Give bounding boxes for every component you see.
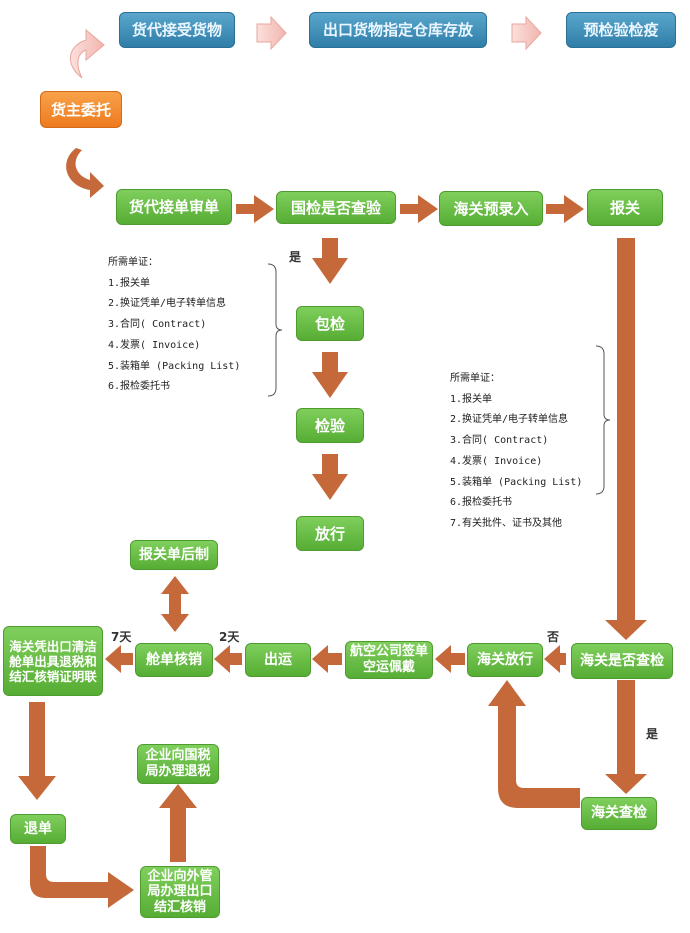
arrow-tax-up bbox=[159, 784, 197, 862]
doc-item: 4.发票( Invoice) bbox=[450, 455, 543, 467]
arrow-check-down bbox=[605, 680, 647, 794]
box-post-declaration: 报关单后制 bbox=[130, 540, 218, 570]
box-ship: 出运 bbox=[245, 643, 311, 677]
doc-item: 6.报检委托书 bbox=[450, 497, 513, 509]
box-forwarder-accept: 货代接受货物 bbox=[119, 12, 235, 48]
box-forex-verify: 企业向外管局办理出口结汇核销 bbox=[140, 866, 220, 918]
arrow-b-3 bbox=[312, 645, 342, 673]
doc-item: 5.装箱单 (Packing List) bbox=[450, 476, 583, 488]
box-owner-entrust: 货主委托 bbox=[40, 91, 122, 128]
doc-item: 7.有关批件、证书及其他 bbox=[450, 517, 563, 529]
doc-item: 4.发票( Invoice) bbox=[108, 339, 201, 351]
arrow-b-5 bbox=[105, 645, 133, 673]
arrow-r2-1 bbox=[236, 195, 274, 223]
box-airline-sign: 航空公司签单空运佩戴 bbox=[345, 641, 433, 679]
box-declare: 报关 bbox=[587, 189, 663, 226]
arrow-owner-down bbox=[66, 148, 104, 198]
box-pack-inspect: 包检 bbox=[296, 306, 364, 341]
docs-title: 所需单证： bbox=[108, 257, 158, 268]
arrow-owner-up bbox=[70, 28, 105, 79]
box-certificate: 海关凭出口清洁舱单出具退税和结汇核销证明联 bbox=[3, 626, 103, 696]
box-customs-release: 海关放行 bbox=[467, 643, 543, 677]
label-check-yes: 是 bbox=[646, 727, 659, 741]
box-customs-preentry: 海关预录入 bbox=[439, 191, 543, 226]
arrow-r2-3 bbox=[546, 195, 584, 223]
docs-list-customs: 所需单证： 1.报关单 2.换证凭单/电子转单信息 3.合同( Contract… bbox=[450, 369, 582, 535]
box-inspect-question: 国检是否查验 bbox=[276, 191, 396, 224]
doc-item: 3.合同( Contract) bbox=[108, 319, 207, 331]
arrow-top-2 bbox=[511, 15, 542, 51]
doc-item: 6.报检委托书 bbox=[108, 381, 171, 393]
box-warehouse-store: 出口货物指定仓库存放 bbox=[309, 12, 487, 48]
box-manifest-verify: 舱单核销 bbox=[135, 643, 213, 677]
box-review-orders: 货代接单审单 bbox=[116, 189, 232, 225]
box-inspect: 检验 bbox=[296, 408, 364, 443]
docs-title: 所需单证： bbox=[450, 373, 500, 384]
arrow-insp-3 bbox=[312, 454, 348, 500]
box-customs-inspect-question: 海关是否查检 bbox=[571, 643, 673, 679]
brace-right bbox=[595, 345, 611, 495]
box-refund-doc: 退单 bbox=[10, 814, 66, 844]
arrow-b-1 bbox=[544, 645, 566, 673]
doc-item: 1.报关单 bbox=[450, 393, 493, 405]
label-inspect-yes: 是 bbox=[289, 250, 302, 264]
arrow-b-4 bbox=[214, 645, 242, 673]
doc-item: 3.合同( Contract) bbox=[450, 435, 549, 447]
box-pre-inspection: 预检验检疫 bbox=[566, 12, 676, 48]
arrow-check-back bbox=[488, 680, 580, 808]
doc-item: 1.报关单 bbox=[108, 277, 151, 289]
brace-left bbox=[267, 263, 283, 397]
arrow-cert-down bbox=[18, 702, 56, 800]
box-customs-check: 海关查检 bbox=[581, 797, 657, 830]
doc-item: 2.换证凭单/电子转单信息 bbox=[108, 298, 227, 310]
arrow-refund bbox=[30, 846, 134, 908]
docs-list-inspection: 所需单证： 1.报关单 2.换证凭单/电子转单信息 3.合同( Contract… bbox=[108, 253, 240, 398]
arrow-top-1 bbox=[256, 15, 287, 51]
arrow-insp-2 bbox=[312, 352, 348, 398]
arrow-declare-down bbox=[605, 238, 647, 640]
label-no: 否 bbox=[547, 630, 560, 644]
doc-item: 2.换证凭单/电子转单信息 bbox=[450, 414, 569, 426]
arrow-r2-2 bbox=[400, 195, 438, 223]
arrow-b-2 bbox=[435, 645, 465, 673]
arrow-insp-1 bbox=[312, 238, 348, 284]
label-7days: 7天 bbox=[111, 630, 132, 644]
label-2days: 2天 bbox=[219, 630, 240, 644]
arrow-double bbox=[161, 576, 189, 632]
doc-item: 5.装箱单 (Packing List) bbox=[108, 360, 241, 372]
box-release: 放行 bbox=[296, 516, 364, 551]
box-tax-refund: 企业向国税局办理退税 bbox=[137, 744, 219, 784]
